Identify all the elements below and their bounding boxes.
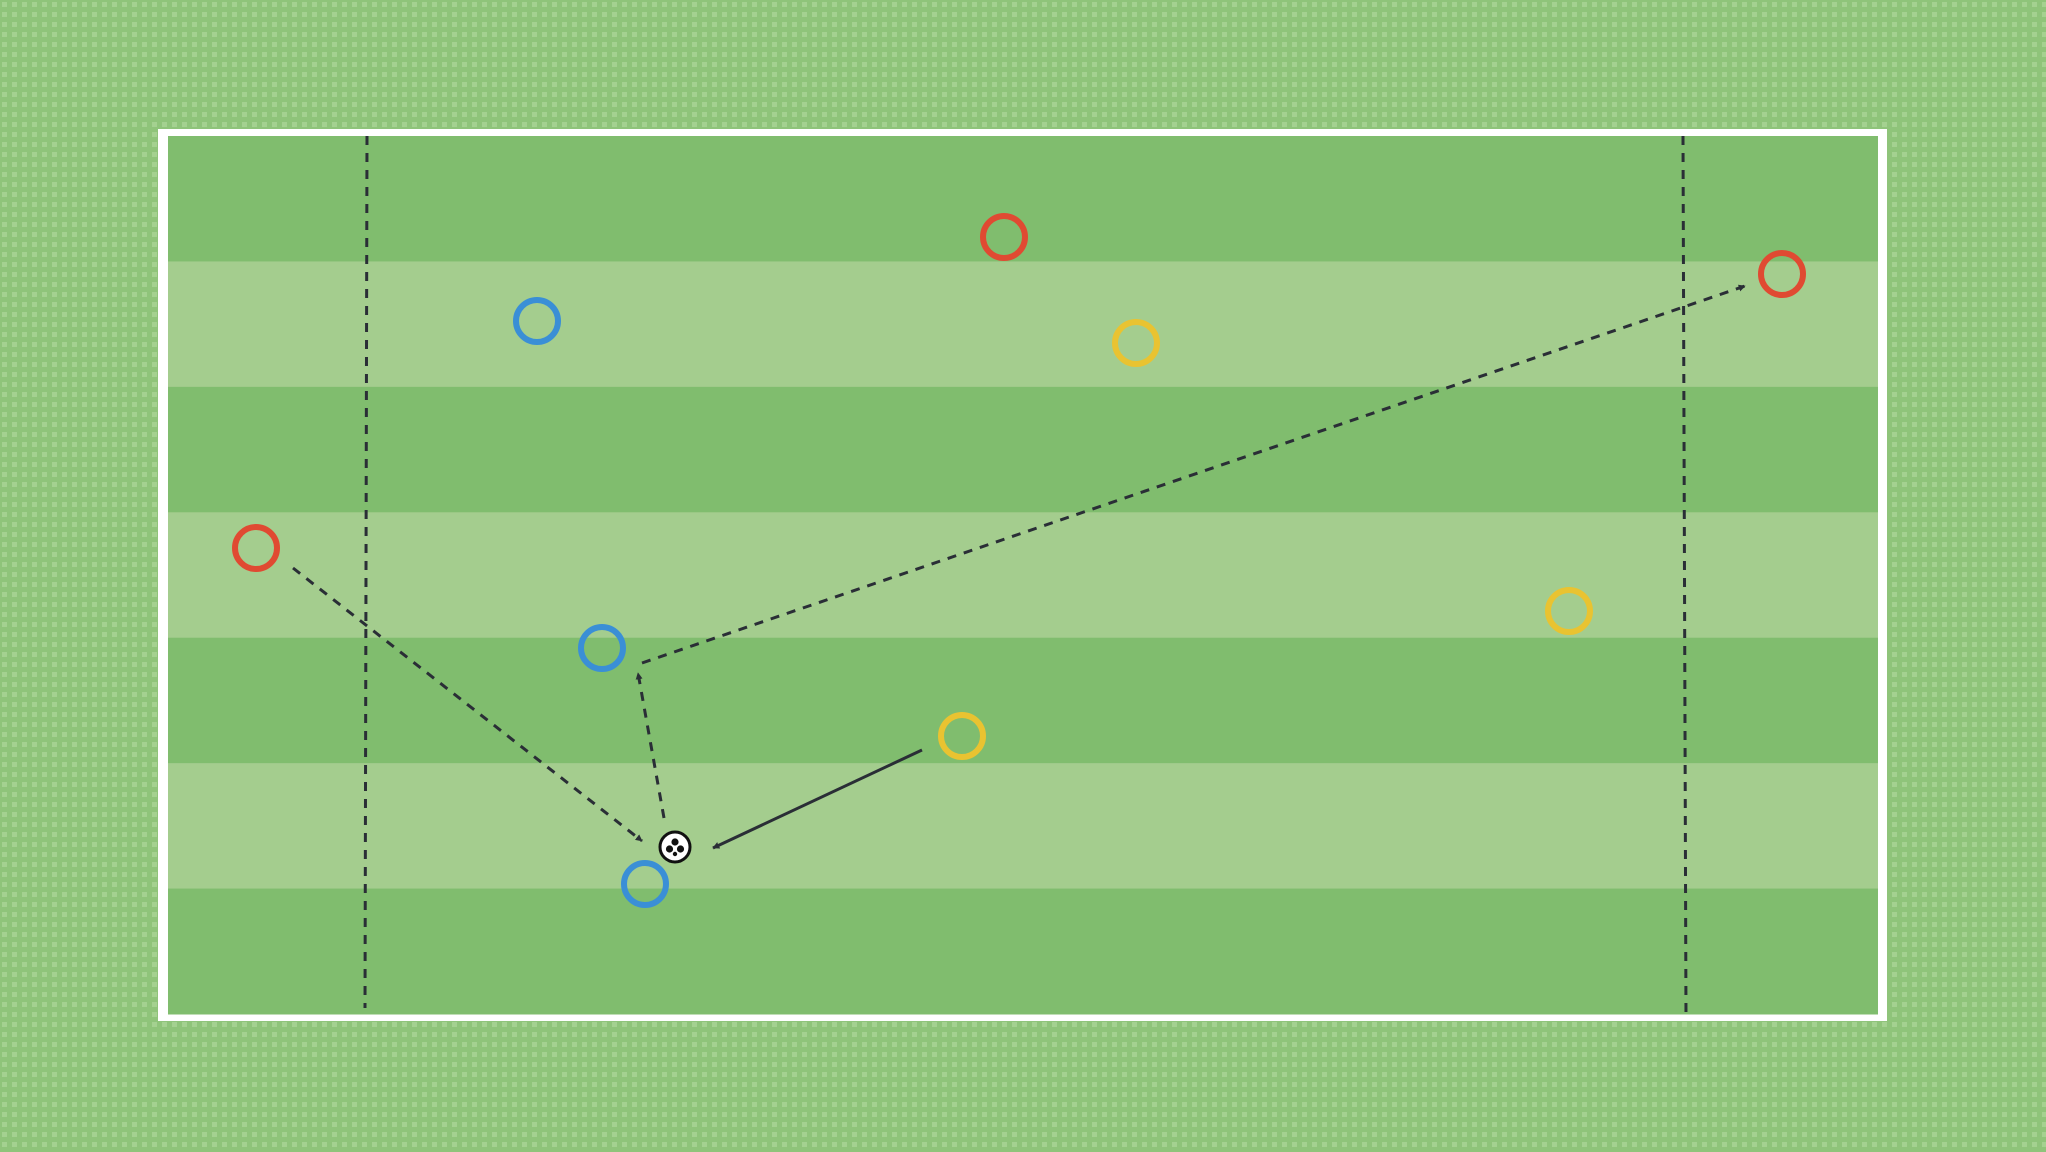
yellow-player-marker[interactable] xyxy=(1112,319,1160,367)
pitch-stripe xyxy=(168,888,1878,1015)
pitch-stripe xyxy=(168,637,1878,764)
pitch-stripe xyxy=(168,386,1878,513)
blue-player-marker[interactable] xyxy=(513,297,561,345)
yellow-player-marker[interactable] xyxy=(938,712,986,760)
pitch-stripes xyxy=(168,136,1878,1015)
red-player-marker[interactable] xyxy=(1758,250,1806,298)
zone-lines xyxy=(363,135,1688,1021)
soccer-ball-icon[interactable] xyxy=(658,830,692,864)
red-player-marker[interactable] xyxy=(232,524,280,572)
blue-player-marker[interactable] xyxy=(578,624,626,672)
players xyxy=(232,213,1806,908)
movement-arrows xyxy=(292,284,1746,850)
yellow-player-marker[interactable] xyxy=(1545,587,1593,635)
solid-movement-arrow xyxy=(712,748,923,850)
red-player-marker[interactable] xyxy=(980,213,1028,261)
right-zone-line xyxy=(1681,135,1688,1021)
pitch-stripe xyxy=(168,763,1878,890)
pitch-stripe xyxy=(168,261,1878,388)
blue-player-marker[interactable] xyxy=(621,860,669,908)
dashed-movement-arrow xyxy=(641,284,1746,665)
pitch-stripe xyxy=(168,512,1878,639)
pitch xyxy=(158,129,1887,1021)
dashed-movement-arrow xyxy=(635,672,666,819)
dashed-movement-arrow xyxy=(292,566,643,843)
